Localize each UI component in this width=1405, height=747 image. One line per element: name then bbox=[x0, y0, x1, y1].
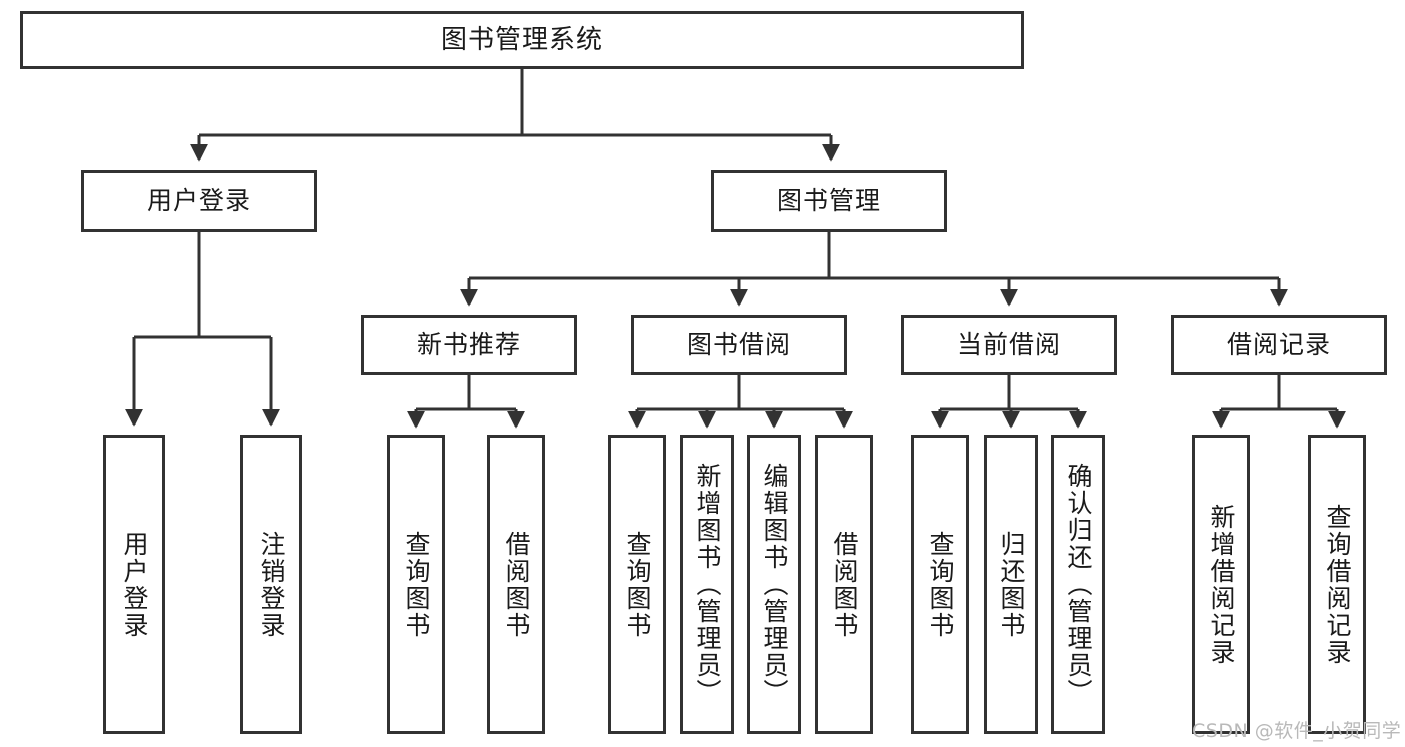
node-leaf-query-record[interactable]: 查询借阅记录 bbox=[1308, 435, 1366, 734]
node-leaf-query-book-2[interactable]: 查询图书 bbox=[608, 435, 666, 734]
node-leaf-confirm-return[interactable]: 确认归还（管理员） bbox=[1051, 435, 1105, 734]
node-book-borrow[interactable]: 图书借阅 bbox=[631, 315, 847, 375]
node-leaf-borrow-book-2[interactable]: 借阅图书 bbox=[815, 435, 873, 734]
node-leaf-confirm-return-label: 确认归还（管理员） bbox=[1064, 463, 1093, 706]
node-leaf-add-book-label: 新增图书（管理员） bbox=[693, 463, 722, 706]
node-book-manage[interactable]: 图书管理 bbox=[711, 170, 947, 232]
node-root-label: 图书管理系统 bbox=[440, 24, 603, 55]
node-leaf-user-login[interactable]: 用户登录 bbox=[103, 435, 165, 734]
node-leaf-query-book-2-label: 查询图书 bbox=[623, 530, 652, 639]
node-leaf-borrow-book-1[interactable]: 借阅图书 bbox=[487, 435, 545, 734]
node-leaf-logout-label: 注销登录 bbox=[257, 530, 286, 639]
node-book-manage-label: 图书管理 bbox=[776, 186, 881, 216]
node-leaf-user-login-label: 用户登录 bbox=[120, 530, 149, 639]
node-leaf-query-book-3[interactable]: 查询图书 bbox=[911, 435, 969, 734]
node-leaf-add-record-label: 新增借阅记录 bbox=[1207, 503, 1236, 666]
node-leaf-return-book[interactable]: 归还图书 bbox=[984, 435, 1038, 734]
node-current-borrow-label: 当前借阅 bbox=[956, 330, 1061, 360]
node-book-borrow-label: 图书借阅 bbox=[686, 330, 791, 360]
node-new-book-rec-label: 新书推荐 bbox=[416, 330, 521, 360]
node-leaf-borrow-book-2-label: 借阅图书 bbox=[830, 530, 859, 639]
node-user-login[interactable]: 用户登录 bbox=[81, 170, 317, 232]
node-leaf-edit-book-label: 编辑图书（管理员） bbox=[760, 463, 789, 706]
node-leaf-query-book-3-label: 查询图书 bbox=[926, 530, 955, 639]
node-borrow-record-label: 借阅记录 bbox=[1226, 330, 1331, 360]
csdn-watermark: CSDN @软件_小贺同学 bbox=[1192, 720, 1402, 742]
node-leaf-logout[interactable]: 注销登录 bbox=[240, 435, 302, 734]
node-leaf-borrow-book-1-label: 借阅图书 bbox=[502, 530, 531, 639]
node-leaf-query-book-1[interactable]: 查询图书 bbox=[387, 435, 445, 734]
node-leaf-edit-book[interactable]: 编辑图书（管理员） bbox=[747, 435, 801, 734]
node-new-book-rec[interactable]: 新书推荐 bbox=[361, 315, 577, 375]
node-borrow-record[interactable]: 借阅记录 bbox=[1171, 315, 1387, 375]
node-current-borrow[interactable]: 当前借阅 bbox=[901, 315, 1117, 375]
node-leaf-add-book[interactable]: 新增图书（管理员） bbox=[680, 435, 734, 734]
node-leaf-return-book-label: 归还图书 bbox=[997, 530, 1026, 639]
node-user-login-label: 用户登录 bbox=[146, 186, 251, 216]
node-leaf-query-record-label: 查询借阅记录 bbox=[1323, 503, 1352, 666]
node-root[interactable]: 图书管理系统 bbox=[20, 11, 1024, 69]
node-leaf-add-record[interactable]: 新增借阅记录 bbox=[1192, 435, 1250, 734]
node-leaf-query-book-1-label: 查询图书 bbox=[402, 530, 431, 639]
